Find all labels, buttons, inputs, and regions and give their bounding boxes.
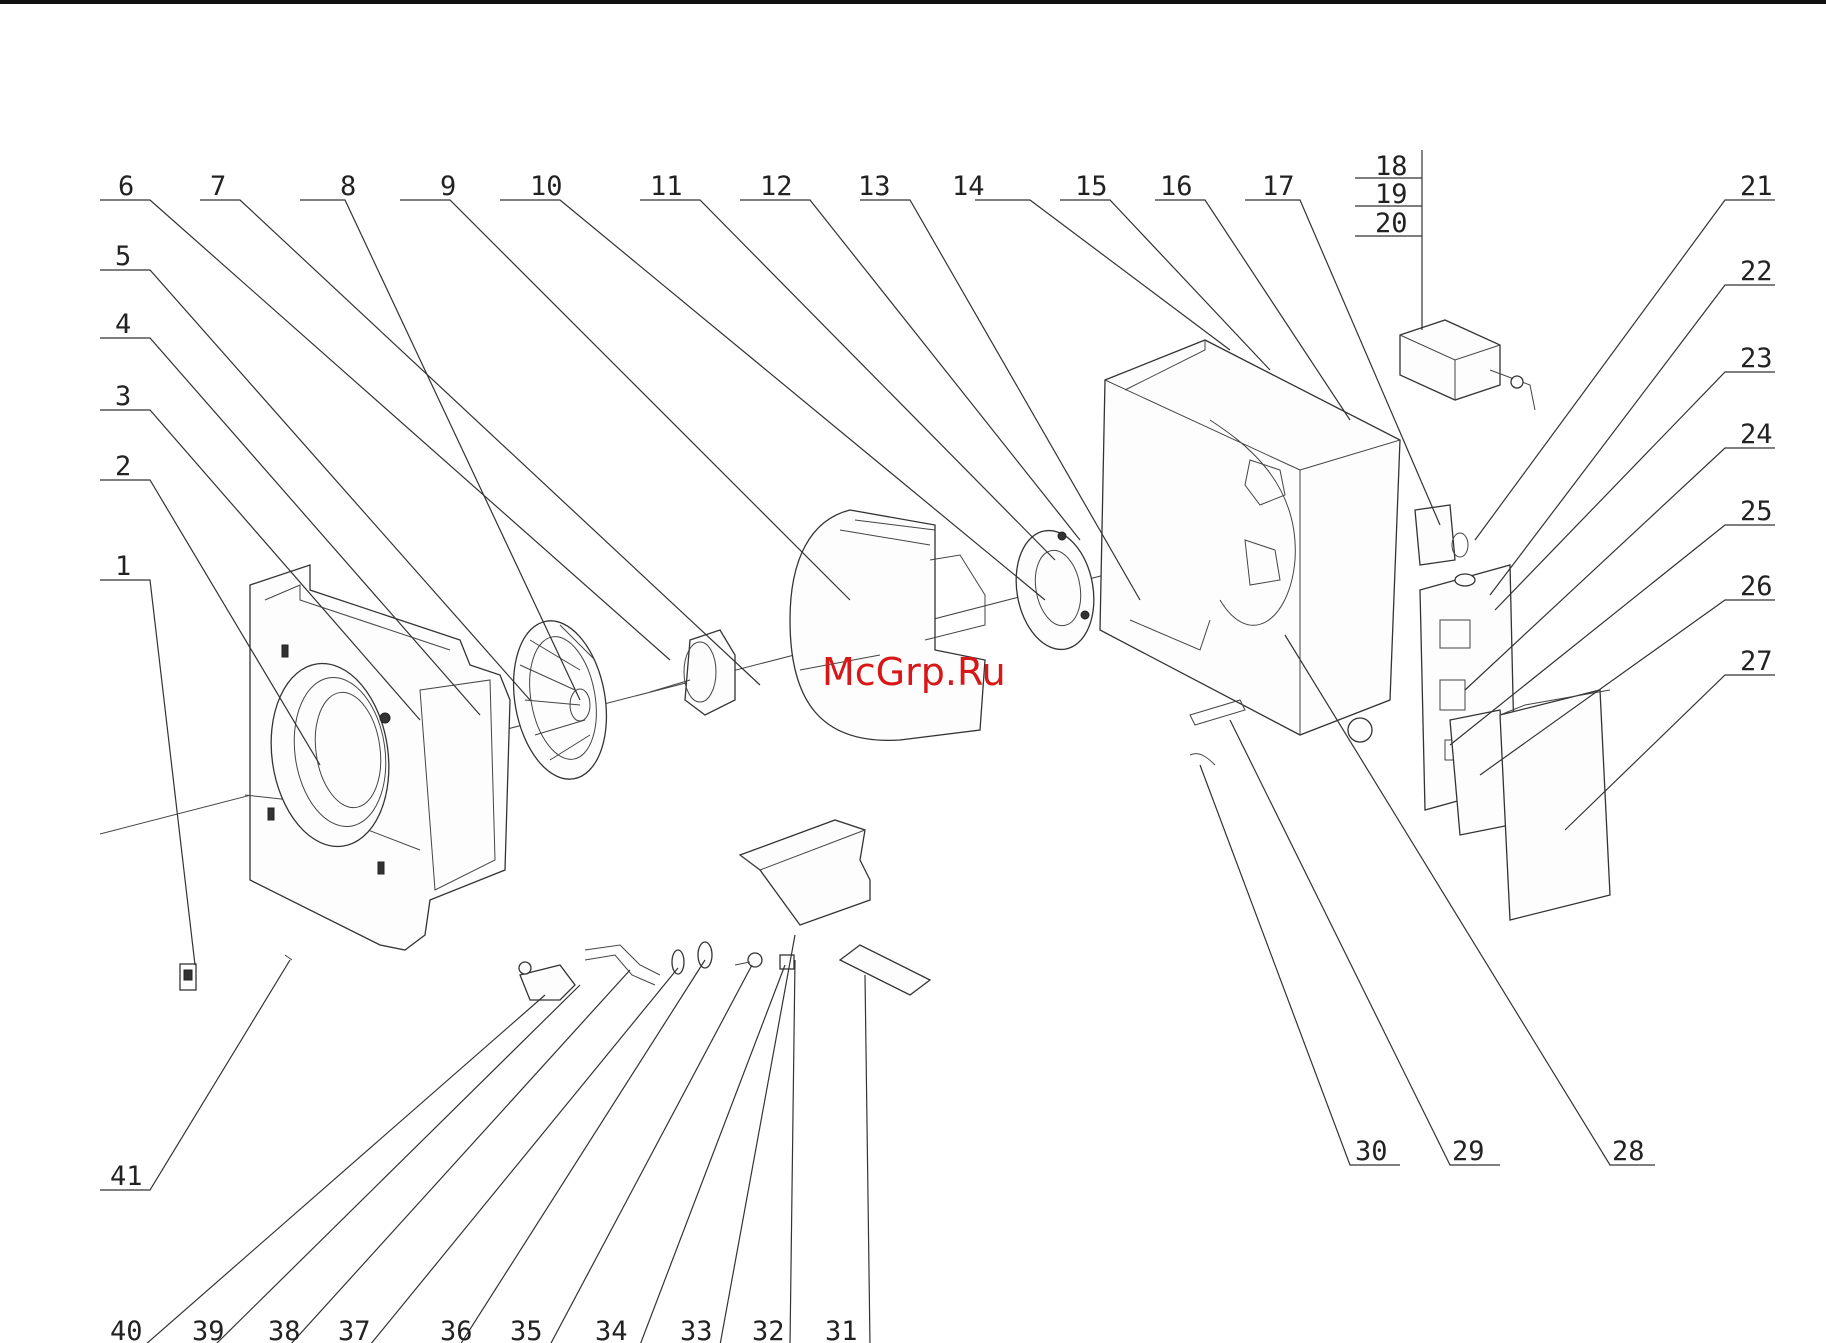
label-6: 6 [118,171,134,202]
part-18-electrical-box [1400,320,1535,410]
label-1: 1 [115,551,131,582]
label-10: 10 [530,171,563,202]
part-27-side-cover [1500,690,1610,920]
part-2-front-housing [245,565,510,950]
label-31: 31 [825,1316,858,1343]
label-2: 2 [115,451,131,482]
label-29: 29 [1452,1136,1485,1167]
label-36: 36 [440,1316,473,1343]
part-29-bracket [1190,700,1245,725]
part-17-plate [1415,505,1468,565]
label-18: 18 [1375,151,1408,182]
label-25: 25 [1740,496,1773,527]
label-7: 7 [210,171,226,202]
label-8: 8 [340,171,356,202]
label-39: 39 [192,1316,225,1343]
part-14-main-cabinet [1100,340,1400,742]
label-3: 3 [115,381,131,412]
part-1-clip [180,964,196,990]
label-5: 5 [115,241,131,272]
label-16: 16 [1160,171,1193,202]
label-20: 20 [1375,208,1408,239]
label-15: 15 [1075,171,1108,202]
label-30: 30 [1355,1136,1388,1167]
label-40: 40 [110,1316,143,1343]
part-30-wire [1190,754,1215,765]
part-31-angle-plate [840,945,930,995]
part-11-inlet-ring [1007,524,1103,655]
part-40-fitting [519,962,575,1000]
watermark: McGrp.Ru [822,650,1006,694]
label-17: 17 [1262,171,1295,202]
label-14: 14 [952,171,985,202]
label-27: 27 [1740,646,1773,677]
part-41-pin [285,955,292,960]
part-36-washer [698,942,712,968]
label-35: 35 [510,1316,543,1343]
label-22: 22 [1740,256,1773,287]
label-19: 19 [1375,179,1408,210]
label-28: 28 [1612,1136,1645,1167]
label-38: 38 [268,1316,301,1343]
label-12: 12 [760,171,793,202]
part-35-screw [735,953,762,967]
part-9-scroll-casing [790,510,985,740]
label-13: 13 [858,171,891,202]
part-5-impeller [502,613,618,786]
part-37-washer [672,950,684,974]
label-23: 23 [1740,343,1773,374]
label-11: 11 [650,171,683,202]
label-32: 32 [752,1316,785,1343]
label-9: 9 [440,171,456,202]
part-32-lower-bracket [740,820,870,925]
label-26: 26 [1740,571,1773,602]
label-21: 21 [1740,171,1773,202]
label-4: 4 [115,309,131,340]
part-7-motor [650,630,735,715]
label-24: 24 [1740,419,1773,450]
part-34-clip [780,955,794,969]
label-33: 33 [680,1316,713,1343]
label-34: 34 [595,1316,628,1343]
label-37: 37 [338,1316,371,1343]
label-41: 41 [110,1161,143,1192]
